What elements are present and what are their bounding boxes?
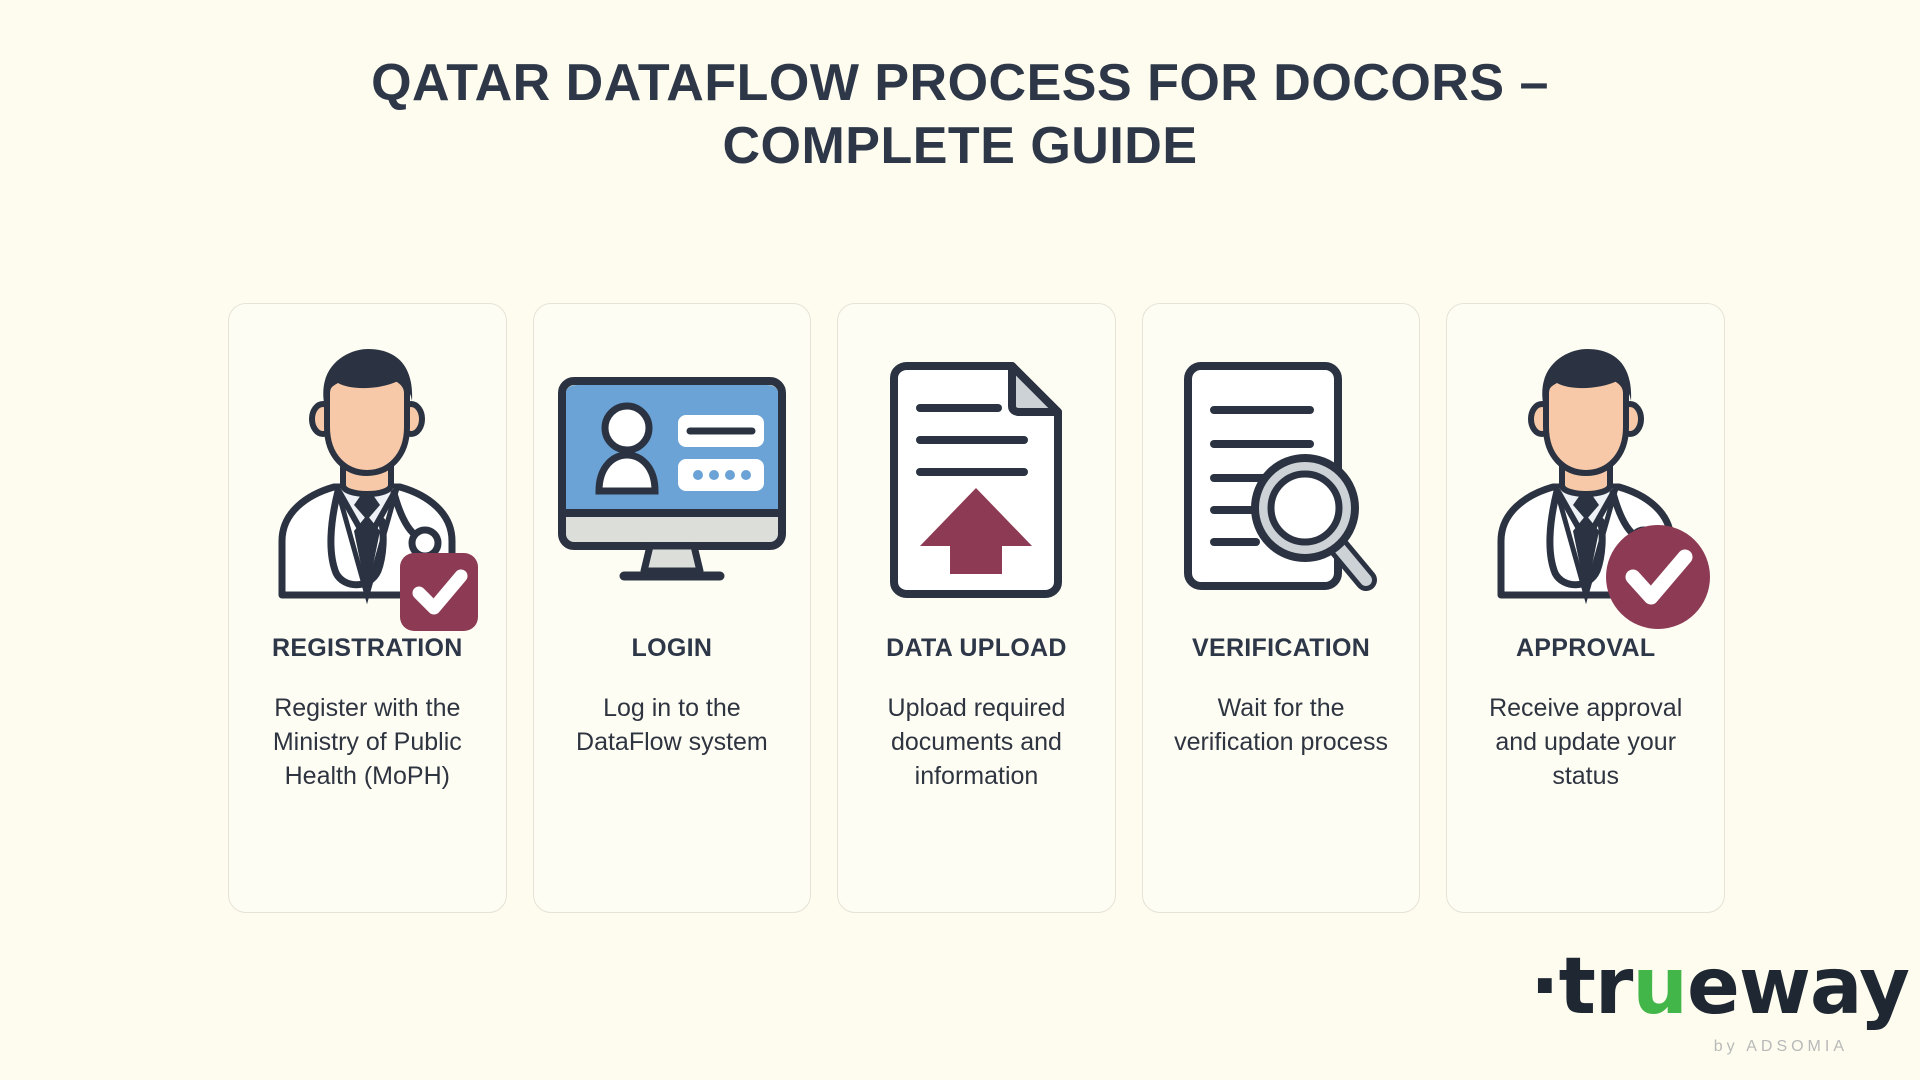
logo-text-before: tr <box>1558 942 1634 1032</box>
step-description: Wait for the verification process <box>1174 694 1389 756</box>
step-description: Receive approval and update your status <box>1489 694 1683 790</box>
step-card-data-upload[interactable]: DATA UPLOAD Upload required documents an… <box>837 303 1116 913</box>
doctor-check-square-icon <box>229 330 506 631</box>
logo-tagline: by ADSOMIA <box>1713 1038 1848 1055</box>
logo-wordmark: ·trueway <box>1530 948 1910 1026</box>
step-description: Upload required documents and informatio… <box>887 694 1066 790</box>
step-card-verification[interactable]: VERIFICATION Wait for the verification p… <box>1141 303 1421 913</box>
trueway-logo: ·trueway by ADSOMIA <box>1530 948 1910 1058</box>
logo-letter-u: u <box>1632 942 1688 1032</box>
page-title-line2: COMPLETE GUIDE <box>722 117 1198 176</box>
doctor-check-circle-icon <box>1447 330 1724 630</box>
step-card-login[interactable]: LOGIN Log in to the DataFlow system <box>532 303 812 913</box>
step-title: VERIFICATION <box>1192 634 1371 662</box>
step-title: LOGIN <box>631 634 713 662</box>
login-monitor-icon <box>534 330 811 630</box>
step-title: APPROVAL <box>1515 634 1656 662</box>
process-steps-row: REGISTRATION Register with the Ministry … <box>228 303 1725 913</box>
logo-text-after: eway <box>1686 942 1910 1032</box>
logo-dot: · <box>1530 942 1560 1032</box>
step-description: Register with the Ministry of Public Hea… <box>272 694 462 790</box>
step-title: REGISTRATION <box>271 634 463 662</box>
page-title: QATAR DATAFLOW PROCESS FOR DOCORS – COMP… <box>0 52 1920 179</box>
step-card-registration[interactable]: REGISTRATION Register with the Ministry … <box>228 303 507 913</box>
step-description: Log in to the DataFlow system <box>576 694 768 756</box>
page-title-line1: QATAR DATAFLOW PROCESS FOR DOCORS – <box>371 54 1549 112</box>
step-title: DATA UPLOAD <box>886 634 1067 662</box>
document-magnifier-icon <box>1143 330 1420 630</box>
document-upload-icon <box>838 330 1115 630</box>
step-card-approval[interactable]: APPROVAL Receive approval and update you… <box>1446 303 1725 913</box>
